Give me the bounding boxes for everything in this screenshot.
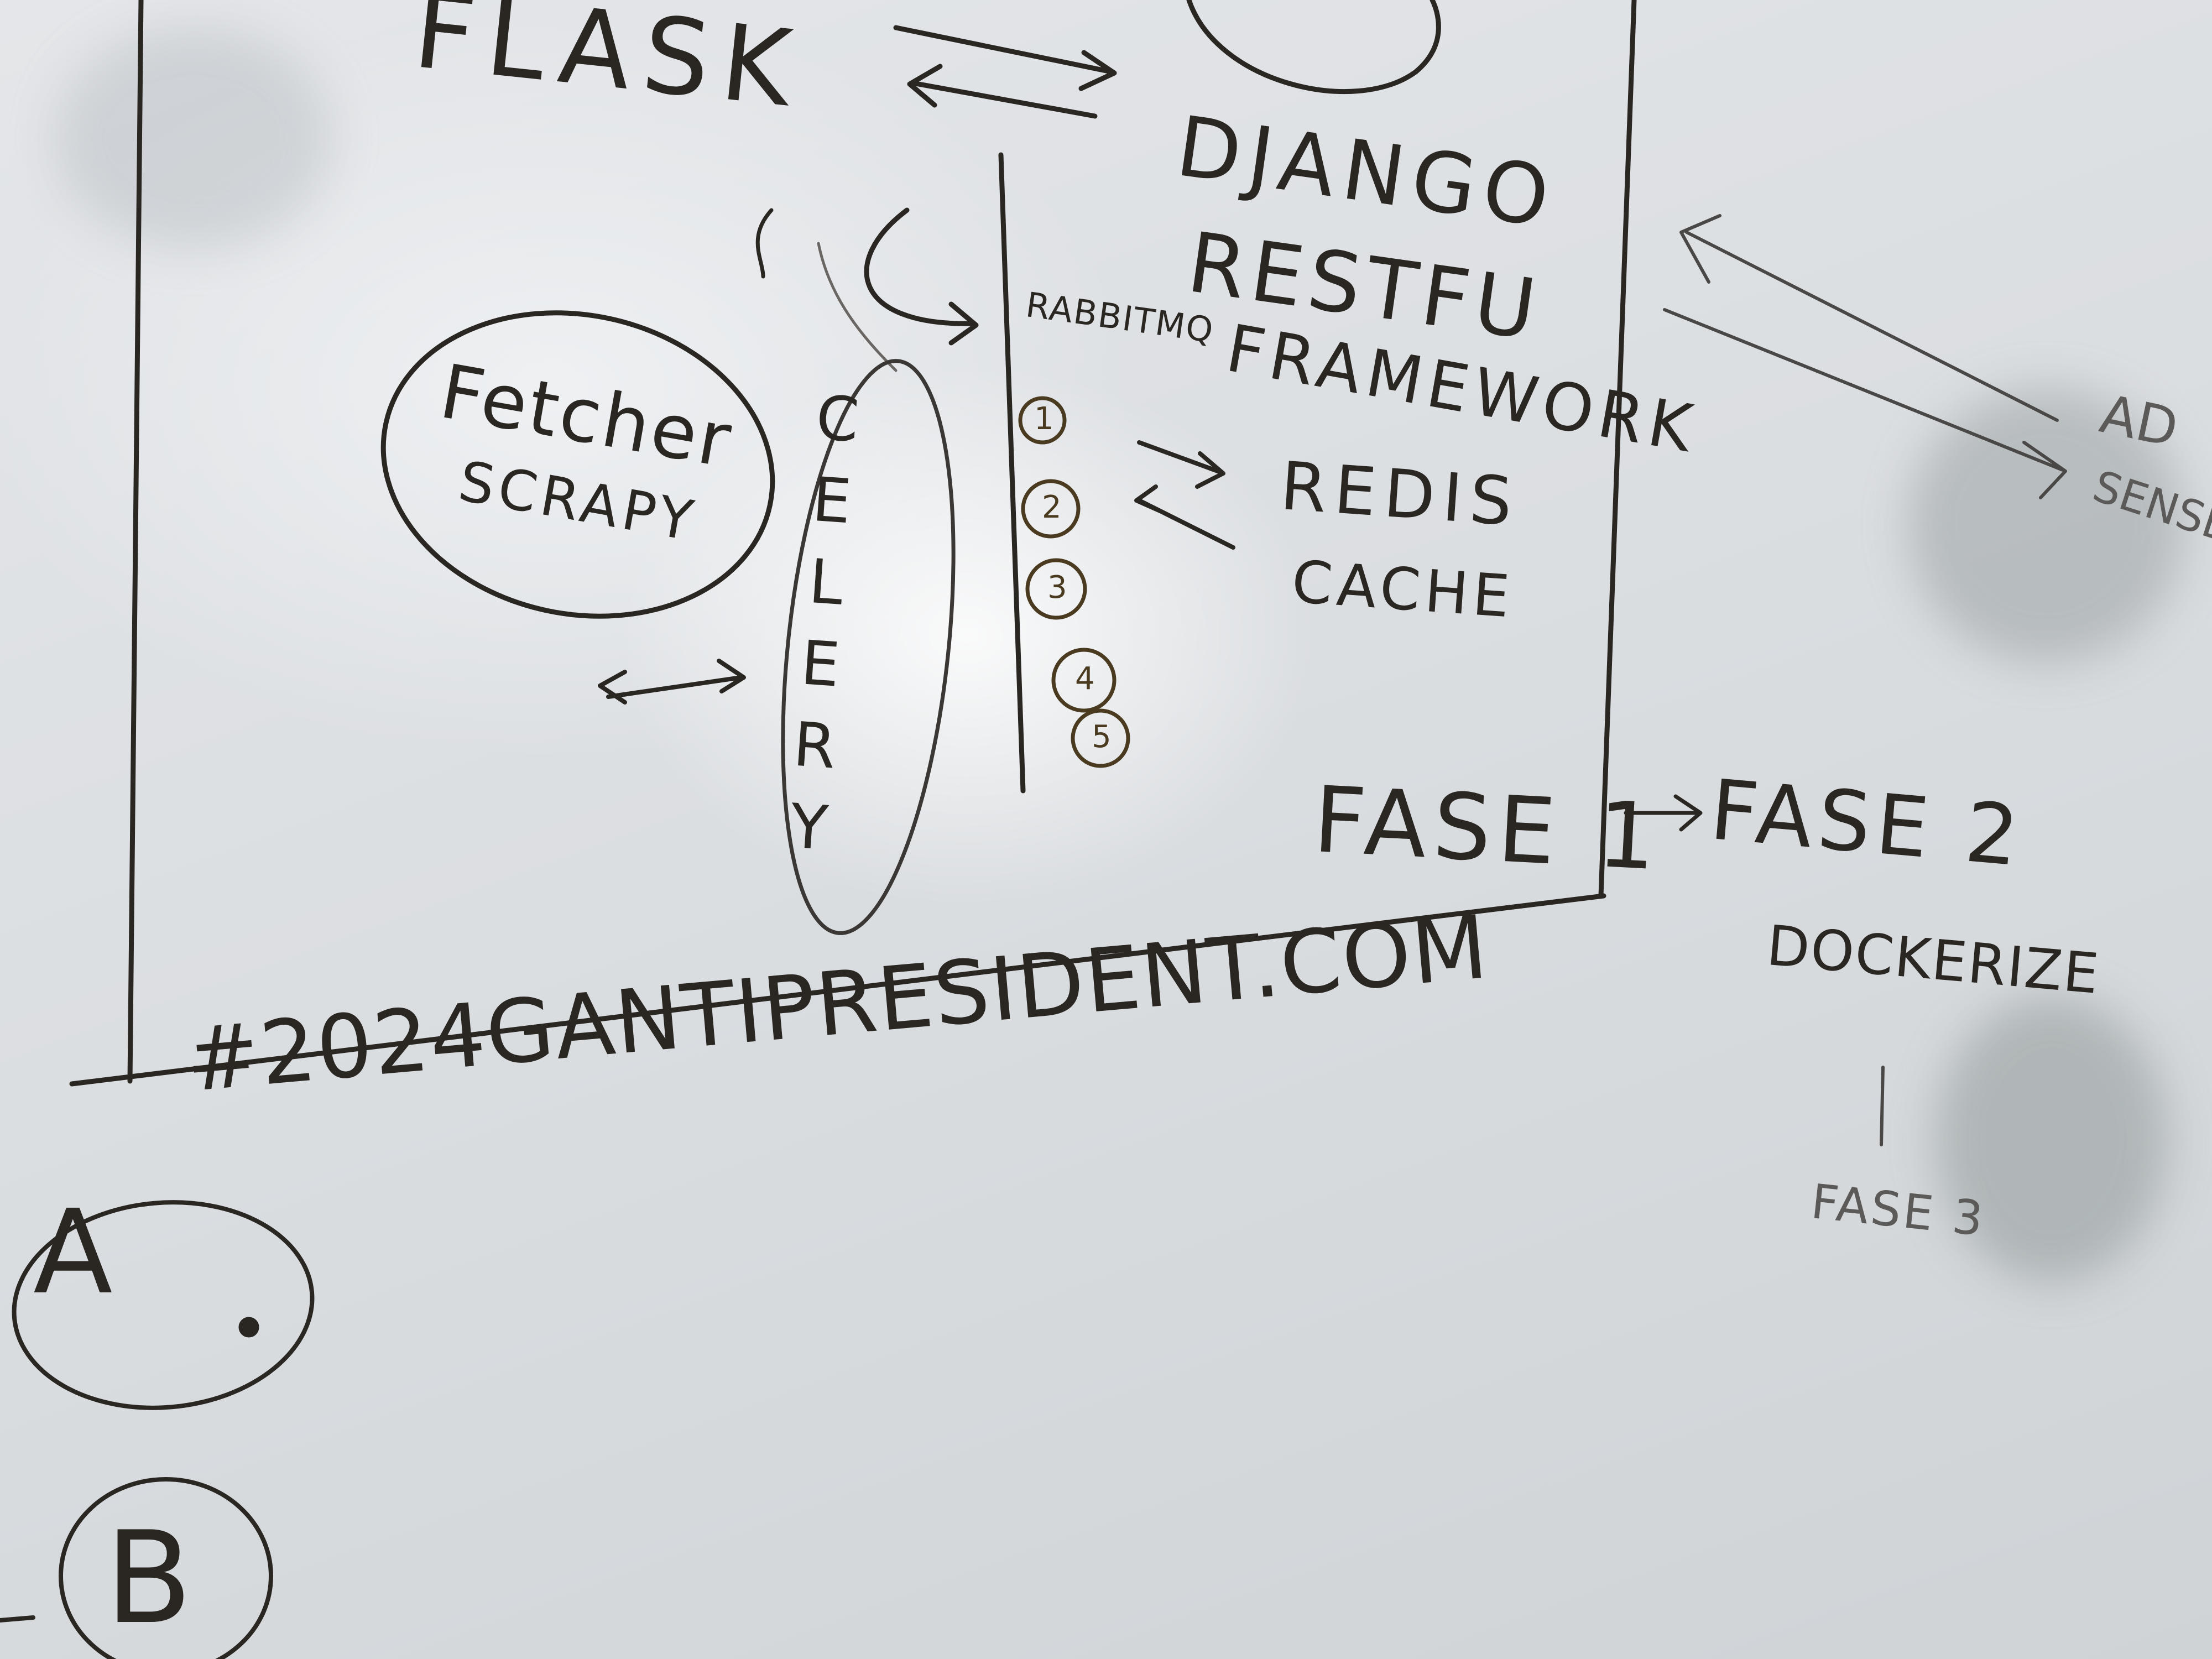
dockerize-down-line — [1880, 1066, 1885, 1146]
celery-letter-r: R — [791, 708, 838, 782]
step-circle-3 — [1025, 558, 1087, 620]
phase-2-label: FASE 2 — [1706, 762, 2028, 885]
step-circle-1 — [1018, 396, 1067, 445]
adsense-arrow-out — [1663, 308, 2067, 499]
celery-letter-l: L — [806, 545, 846, 619]
top-circle — [1186, 0, 1441, 95]
cache-label: CACHE — [1290, 548, 1516, 631]
celery-letter-c: C — [813, 382, 862, 456]
option-b-label: B — [105, 1505, 192, 1652]
step-1: 1 — [1034, 401, 1054, 437]
step-4: 4 — [1075, 661, 1095, 697]
frame-bottom-line — [69, 893, 1606, 1087]
fetcher-celery-arrows — [598, 659, 746, 705]
smudge-right-low — [1936, 995, 2168, 1283]
option-a-circle — [12, 1200, 315, 1410]
redis-arrow-right — [1137, 440, 1225, 489]
frame-left-line — [127, 0, 144, 1084]
phase-arrow — [1624, 794, 1703, 832]
option-b-circle — [59, 1477, 273, 1659]
redis-label: REDIS — [1278, 448, 1522, 541]
celery-ellipse — [781, 359, 956, 935]
adsense-line-1: AD — [2095, 383, 2184, 460]
flask-arrow-left — [907, 64, 1098, 119]
smudge-right — [1908, 387, 2184, 664]
option-a-label: A — [33, 1185, 113, 1320]
divider-line — [998, 152, 1026, 794]
adsense-arrow-back — [1679, 214, 2059, 422]
option-a-dot — [238, 1317, 259, 1338]
frame-right-line — [1598, 0, 1637, 899]
step-2: 2 — [1042, 489, 1062, 525]
step-circle-2 — [1021, 479, 1081, 539]
celery-letter-e1: E — [810, 463, 854, 538]
flask-arrow-right — [893, 25, 1117, 91]
redis-arrow-left — [1134, 484, 1235, 550]
step-circle-5 — [1071, 708, 1130, 768]
smudge-top-left — [55, 28, 332, 249]
celery-letter-y: Y — [787, 790, 830, 864]
phase-1-label: FASE 1 — [1311, 766, 1665, 891]
step-3: 3 — [1047, 570, 1067, 606]
step-5: 5 — [1092, 719, 1112, 755]
fetcher-ellipse — [380, 310, 775, 619]
curved-arrow-thin — [755, 208, 774, 279]
curved-arrow-main — [864, 207, 979, 346]
curved-arrow-thin-2 — [817, 242, 898, 372]
option-b-arrow-tick — [0, 1615, 35, 1623]
celery-letter-e2: E — [799, 627, 842, 701]
step-circle-4 — [1051, 648, 1117, 713]
